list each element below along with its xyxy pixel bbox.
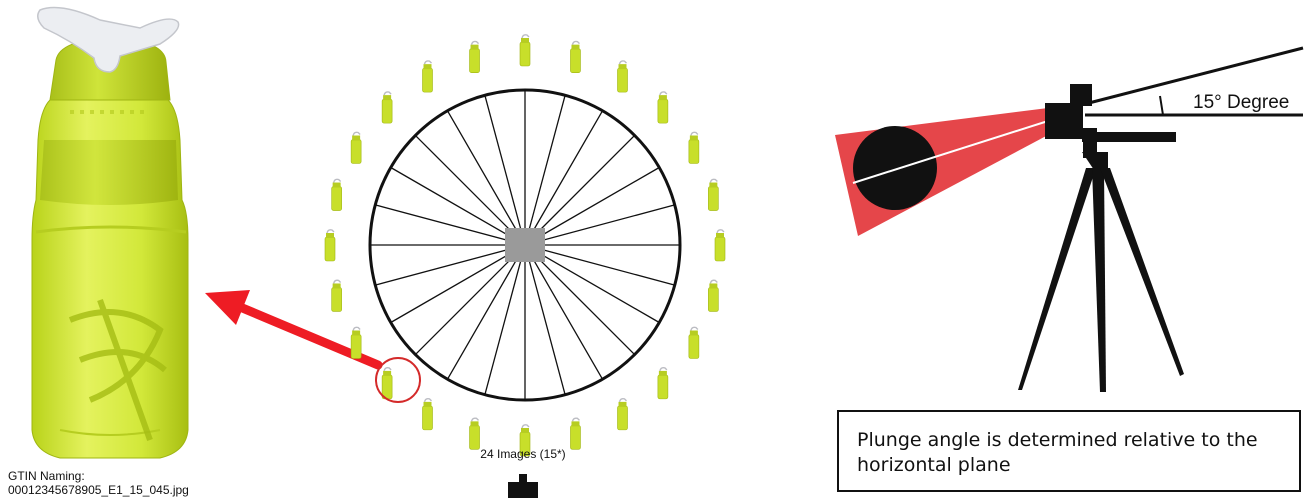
ring-bottle <box>617 60 628 93</box>
ring-bottle <box>350 326 362 359</box>
ring-bottle <box>708 279 719 312</box>
ring-bottle <box>331 178 342 211</box>
ring-bottle <box>350 131 362 164</box>
wheel-spoke <box>375 204 526 246</box>
ring-bottle <box>657 91 669 124</box>
product-bottle <box>31 6 189 459</box>
wheel-spoke <box>524 244 566 395</box>
ring-bottle <box>708 178 719 211</box>
wheel-spoke <box>524 110 604 246</box>
wheel-spoke <box>484 244 526 395</box>
ring-bottle <box>714 229 726 262</box>
ring-bottle <box>519 424 531 457</box>
subject-ball <box>853 126 937 210</box>
angle-line <box>1084 46 1304 106</box>
wheel-spoke <box>446 110 526 246</box>
wheel-spoke <box>524 95 566 246</box>
ring-bottle <box>381 366 393 400</box>
ring-bottle <box>381 91 393 124</box>
ring-bottle <box>422 60 433 93</box>
tripod-leg-right <box>1100 168 1184 376</box>
gtin-label: GTIN Naming: <box>8 469 85 483</box>
turntable-wheel <box>368 88 682 402</box>
gtin-filename: 00012345678905_E1_15_045.jpg <box>8 483 189 497</box>
wheel-spoke <box>524 166 660 246</box>
gtin-naming: GTIN Naming: 00012345678905_E1_15_045.jp… <box>8 469 189 497</box>
ring-bottle <box>422 397 433 431</box>
ring-bottle <box>469 417 480 450</box>
bottle-ring <box>324 34 726 457</box>
ring-bottle <box>688 131 700 164</box>
ring-bottle <box>570 40 581 73</box>
wheel-spoke <box>524 244 660 324</box>
angle-label: 15° Degree <box>1193 92 1289 113</box>
highlight-circle <box>375 357 421 403</box>
wheel-spoke <box>414 134 526 246</box>
wheel-spoke <box>446 244 526 380</box>
images-count-label: 24 Images (15*) <box>480 447 565 461</box>
wheel-spoke <box>524 134 636 246</box>
camera-icon <box>508 474 538 498</box>
camera-angle-diagram: 15° Degree <box>835 46 1304 392</box>
wheel-spoke <box>524 244 675 286</box>
plunge-angle-note: Plunge angle is determined relative to t… <box>837 410 1301 492</box>
product-stage <box>505 228 545 262</box>
wheel-spoke <box>390 244 526 324</box>
tripod-leg-left <box>1018 168 1096 390</box>
tripod-leg-center <box>1092 168 1106 392</box>
wheel-spoke <box>375 244 526 286</box>
ring-bottle <box>324 229 336 262</box>
wheel-spoke <box>524 204 675 246</box>
ring-bottle <box>570 417 581 450</box>
wheel-spokes <box>370 90 680 400</box>
ring-bottle <box>688 326 700 359</box>
wheel-spoke <box>524 244 636 356</box>
ring-bottle <box>331 279 342 312</box>
wheel-spoke <box>484 95 526 246</box>
wheel-spoke <box>524 244 604 380</box>
wheel-spoke <box>414 244 526 356</box>
ring-bottle <box>617 397 628 431</box>
ring-bottle <box>469 40 480 73</box>
wheel-spoke <box>390 166 526 246</box>
ring-bottle <box>657 366 669 400</box>
ring-bottle <box>519 34 531 67</box>
